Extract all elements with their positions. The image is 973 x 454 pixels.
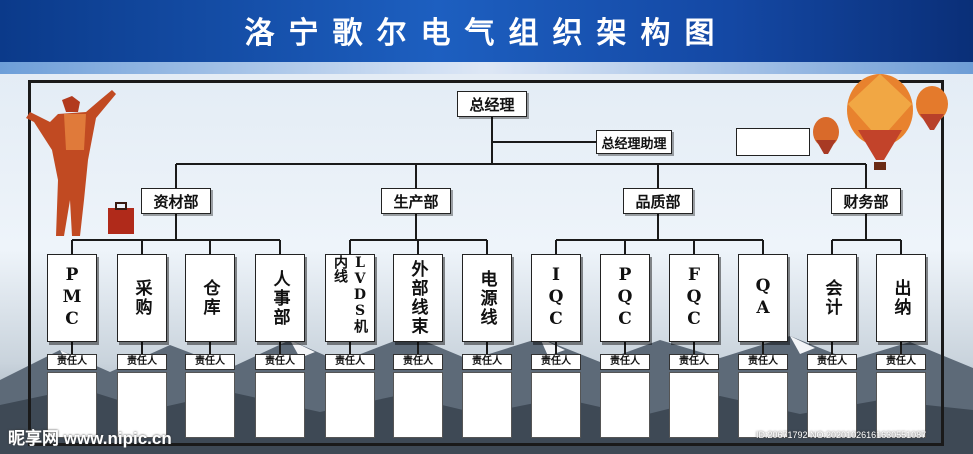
watermark-site: 昵享网 www.nipic.cn (8, 429, 172, 448)
dept-box-materials: 资材部 (141, 188, 211, 214)
unit-box-accounting: 会计 (807, 254, 857, 342)
unit-box-warehouse: 仓库 (185, 254, 235, 342)
responsible-label: 责任人 (255, 354, 305, 370)
unit-box-pmc: PMC (47, 254, 97, 342)
responsible-label: 责任人 (600, 354, 650, 370)
assistant-name-blank (736, 128, 810, 156)
unit-box-pqc: PQC (600, 254, 650, 342)
responsible-label: 责任人 (738, 354, 788, 370)
assistant-box: 总经理助理 (596, 130, 672, 154)
responsible-label: 责任人 (47, 354, 97, 370)
responsible-label: 责任人 (185, 354, 235, 370)
unit-label: IQC (546, 265, 566, 331)
hot-air-balloon-icon (813, 74, 948, 170)
responsible-label: 责任人 (393, 354, 443, 370)
chart-frame (28, 80, 944, 446)
unit-box-external-harness: 外部线束 (393, 254, 443, 342)
unit-label: QA (753, 276, 773, 320)
responsible-photo-slot (325, 372, 375, 438)
dept-box-quality: 品质部 (623, 188, 693, 214)
responsible-photo-slot (876, 372, 926, 438)
unit-box-cashier: 出纳 (876, 254, 926, 342)
responsible-label: 责任人 (462, 354, 512, 370)
responsible-label: 责任人 (669, 354, 719, 370)
dept-box-finance: 财务部 (831, 188, 901, 214)
briefcase-icon (108, 202, 134, 234)
responsible-photo-slot (117, 372, 167, 438)
unit-label: PQC (615, 265, 635, 331)
unit-label: 会计 (821, 279, 842, 317)
businessman-figure (26, 90, 116, 236)
responsible-photo-slot (47, 372, 97, 438)
responsible-photo-slot (185, 372, 235, 438)
responsible-photo-slot (600, 372, 650, 438)
responsible-label: 责任人 (117, 354, 167, 370)
unit-label: 电源线 (476, 269, 497, 327)
responsible-photo-slot (462, 372, 512, 438)
unit-box-iqc: IQC (531, 254, 581, 342)
unit-label: 采购 (131, 279, 152, 317)
responsible-photo-slot (531, 372, 581, 438)
unit-box-purchasing: 采购 (117, 254, 167, 342)
unit-label: 出纳 (890, 279, 911, 317)
responsible-photo-slot (738, 372, 788, 438)
unit-label: PMC (62, 265, 82, 331)
unit-box-fqc: FQC (669, 254, 719, 342)
responsible-photo-slot (669, 372, 719, 438)
dept-box-production: 生产部 (381, 188, 451, 214)
unit-label: 人事部 (269, 269, 290, 327)
banner-stripe (0, 62, 973, 74)
unit-label: 外部线束 (407, 260, 428, 336)
unit-label: FQC (684, 265, 704, 331)
unit-box-power-cord: 电源线 (462, 254, 512, 342)
responsible-label: 责任人 (876, 354, 926, 370)
responsible-label: 责任人 (325, 354, 375, 370)
page-title: 洛宁歌尔电气组织架构图 (244, 16, 729, 51)
unit-label: 仓库 (199, 279, 220, 317)
responsible-label: 责任人 (807, 354, 857, 370)
unit-label: LVDS机内线 (332, 255, 368, 333)
general-manager-box: 总经理 (457, 91, 527, 117)
responsible-photo-slot (393, 372, 443, 438)
responsible-label: 责任人 (531, 354, 581, 370)
unit-box-qa: QA (738, 254, 788, 342)
title-banner (0, 0, 973, 74)
unit-box-hr: 人事部 (255, 254, 305, 342)
unit-box-lvds: LVDS机内线 (325, 254, 375, 342)
responsible-photo-slot (807, 372, 857, 438)
watermark-id: ID:20671792 NO:20201026161630551087 (756, 430, 927, 440)
responsible-photo-slot (255, 372, 305, 438)
